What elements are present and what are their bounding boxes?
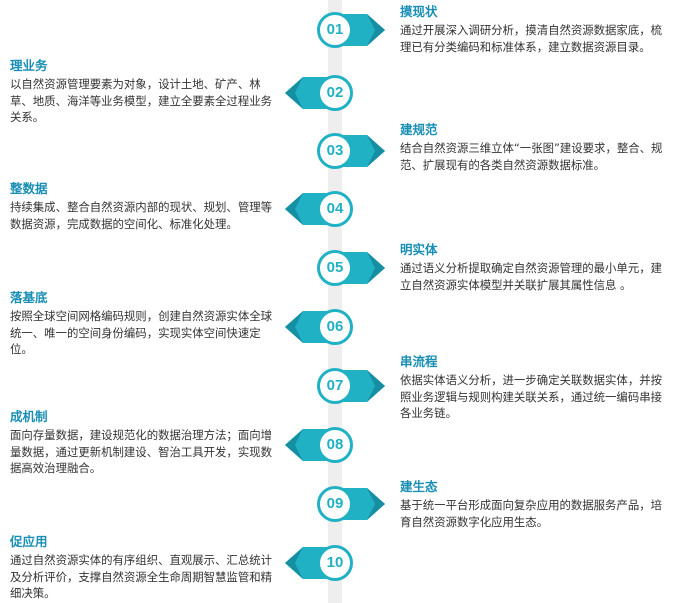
step-text-block: 落基底按照全球空间网格编码规则，创建自然资源实体全球统一、唯一的空间身份编码，实… — [10, 290, 282, 358]
step-title: 成机制 — [10, 409, 48, 424]
step-number-badge: 10 — [317, 545, 353, 581]
step-description: 通过语义分析提取确定自然资源管理的最小单元，建立自然资源实体模型并关联扩展其属性… — [400, 261, 662, 292]
step-description: 持续集成、整合自然资源内部的现状、规划、管理等数据资源，完成数据的空间化、标准化… — [10, 200, 272, 231]
step-text-block: 整数据持续集成、整合自然资源内部的现状、规划、管理等数据资源，完成数据的空间化、… — [10, 181, 282, 232]
step-text-block: 促应用通过自然资源实体的有序组织、直观展示、汇总统计及分析评价，支撑自然资源全生… — [10, 534, 282, 602]
step-title: 建生态 — [400, 479, 438, 494]
step-number-badge: 08 — [317, 427, 353, 463]
step-title: 串流程 — [400, 354, 438, 369]
step-number-badge: 01 — [317, 12, 353, 48]
step-text-block: 理业务以自然资源管理要素为对象，设计土地、矿产、林草、地质、海洋等业务模型，建立… — [10, 58, 282, 126]
step-text-block: 成机制面向存量数据，建设规范化的数据治理方法；面向增量数据，通过更新机制建设、智… — [10, 409, 282, 477]
step-number-badge: 07 — [317, 368, 353, 404]
step-number-badge: 06 — [317, 309, 353, 345]
step-title: 落基底 — [10, 290, 48, 305]
step-title: 促应用 — [10, 534, 48, 549]
step-number-badge: 04 — [317, 191, 353, 227]
step-description: 面向存量数据，建设规范化的数据治理方法；面向增量数据，通过更新机制建设、智治工具… — [10, 428, 272, 475]
arrow-tip-shade — [367, 14, 385, 46]
step-text-block: 串流程依据实体语义分析，进一步确定关联数据实体，并按照业务逻辑与规则构建关联关系… — [400, 354, 670, 422]
step-description: 按照全球空间网格编码规则，创建自然资源实体全球统一、唯一的空间身份编码，实现实体… — [10, 309, 272, 356]
arrow-tip-shade — [367, 252, 385, 284]
arrow-tip-shade — [367, 370, 385, 402]
arrow-tip-shade — [285, 77, 303, 109]
step-title: 整数据 — [10, 181, 48, 196]
step-text-block: 摸现状通过开展深入调研分析，摸清自然资源数据家底，梳理已有分类编码和标准体系，建… — [400, 4, 670, 55]
step-title: 摸现状 — [400, 4, 438, 19]
step-description: 通过自然资源实体的有序组织、直观展示、汇总统计及分析评价，支撑自然资源全生命周期… — [10, 553, 272, 600]
step-text-block: 明实体通过语义分析提取确定自然资源管理的最小单元，建立自然资源实体模型并关联扩展… — [400, 242, 670, 293]
step-title: 建规范 — [400, 122, 438, 137]
step-text-block: 建规范结合自然资源三维立体“一张图”建设要求，整合、规范、扩展现有的各类自然资源… — [400, 122, 670, 173]
step-number-badge: 05 — [317, 250, 353, 286]
step-title: 理业务 — [10, 58, 48, 73]
step-number-badge: 03 — [317, 133, 353, 169]
step-description: 依据实体语义分析，进一步确定关联数据实体，并按照业务逻辑与规则构建关联关系，通过… — [400, 373, 662, 420]
step-description: 以自然资源管理要素为对象，设计土地、矿产、林草、地质、海洋等业务模型，建立全要素… — [10, 77, 272, 124]
step-description: 结合自然资源三维立体“一张图”建设要求，整合、规范、扩展现有的各类自然资源数据标… — [400, 141, 663, 172]
arrow-tip-shade — [367, 488, 385, 520]
step-title: 明实体 — [400, 242, 438, 257]
arrow-tip-shade — [367, 135, 385, 167]
arrow-tip-shade — [285, 193, 303, 225]
step-text-block: 建生态基于统一平台形成面向复杂应用的数据服务产品，培育自然资源数字化应用生态。 — [400, 479, 670, 530]
step-description: 基于统一平台形成面向复杂应用的数据服务产品，培育自然资源数字化应用生态。 — [400, 498, 662, 529]
step-number-badge: 02 — [317, 75, 353, 111]
arrow-tip-shade — [285, 547, 303, 579]
step-number-badge: 09 — [317, 486, 353, 522]
step-description: 通过开展深入调研分析，摸清自然资源数据家底，梳理已有分类编码和标准体系，建立数据… — [400, 23, 662, 54]
arrow-tip-shade — [285, 311, 303, 343]
arrow-tip-shade — [285, 429, 303, 461]
